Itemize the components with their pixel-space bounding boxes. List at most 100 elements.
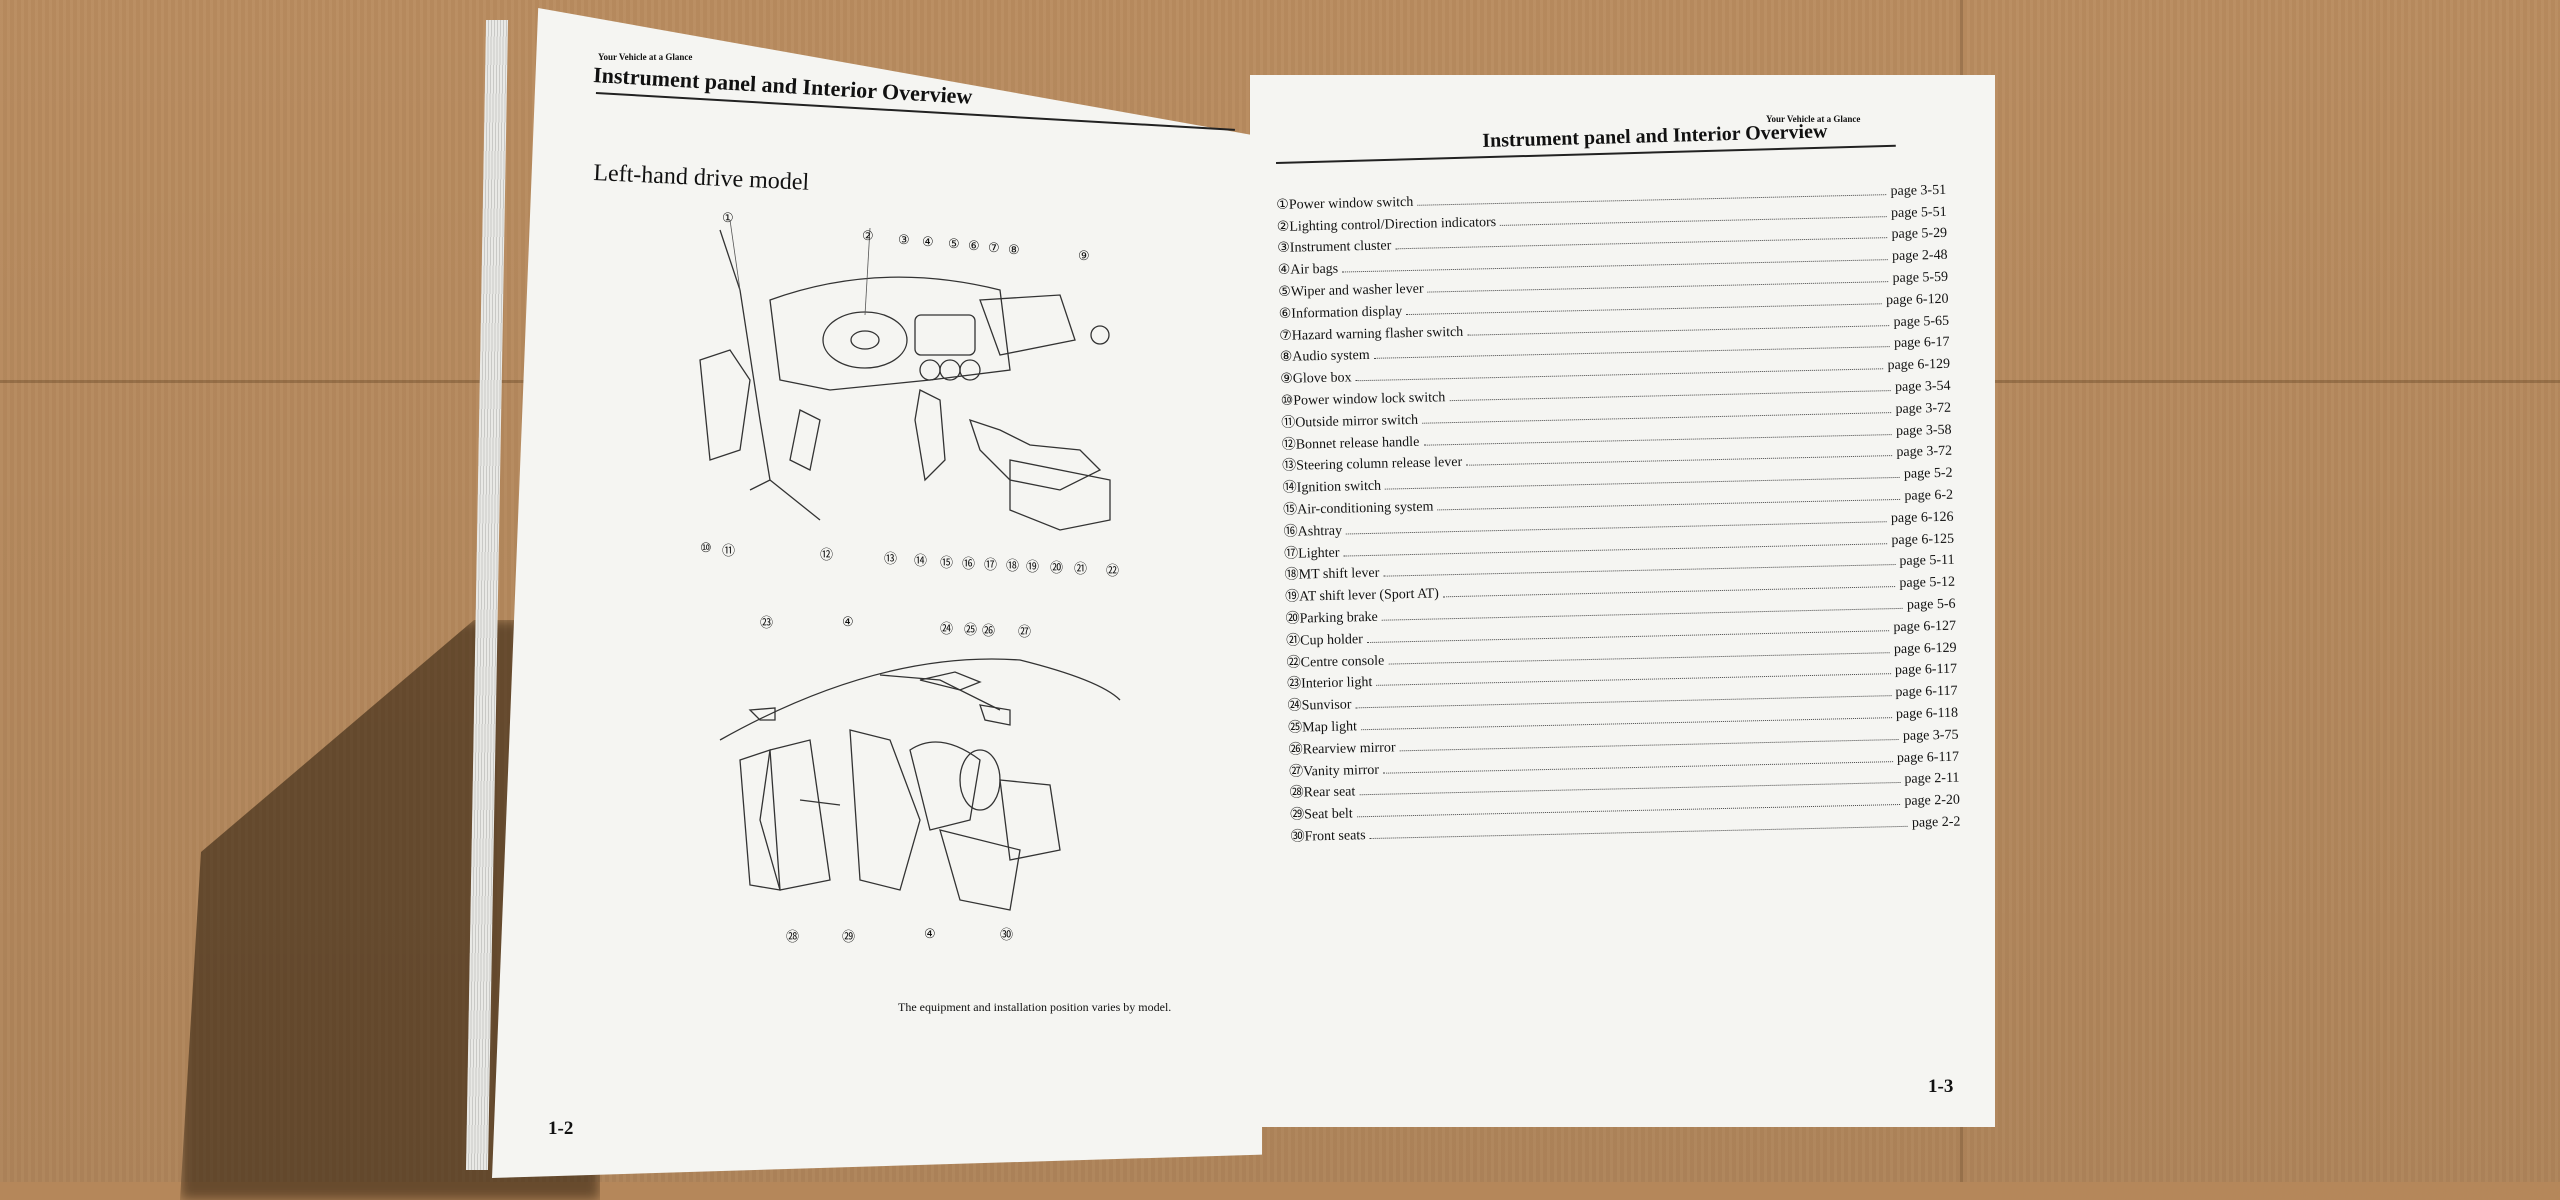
- right-page-number: 1-3: [1928, 1076, 1954, 1097]
- index-item-text: MT shift lever: [1298, 566, 1380, 583]
- index-item-page: page 6-125: [1891, 531, 1955, 548]
- index-item-text: Vanity mirror: [1302, 762, 1380, 780]
- callout-24: ㉔: [940, 621, 954, 636]
- index-item-number: ⑤: [1278, 284, 1292, 300]
- index-item-text: Seat belt: [1303, 806, 1353, 823]
- index-item-number: ㉔: [1287, 698, 1302, 714]
- callout-4: ④: [922, 234, 934, 249]
- callout-5: ⑤: [948, 236, 960, 251]
- index-item-label: ㉔Sunvisor: [1287, 694, 1352, 715]
- index-item-number: ⑭: [1282, 480, 1297, 497]
- index-item-number: ①: [1276, 197, 1290, 213]
- callout-9: ⑨: [1078, 248, 1090, 263]
- index-item-number: ②: [1276, 219, 1290, 235]
- index-item-page: page 6-126: [1890, 509, 1954, 526]
- index-item-text: Front seats: [1304, 828, 1366, 845]
- index-item-page: page 5-2: [1903, 465, 1953, 482]
- callout-17: ⑰: [984, 557, 998, 572]
- index-item-label: ⑯Ashtray: [1283, 519, 1343, 540]
- callout-25: ㉕: [964, 622, 978, 637]
- index-item-number: ⑩: [1280, 393, 1294, 409]
- index-item-label: ⑳Parking brake: [1285, 606, 1378, 628]
- index-item-page: page 2-48: [1891, 247, 1948, 265]
- index-item-number: ⑯: [1283, 524, 1298, 540]
- interior-diagram: [719, 658, 1121, 911]
- index-item-label: ㉕Map light: [1288, 715, 1357, 737]
- index-item-label: ㉚Front seats: [1290, 824, 1365, 846]
- callout-13: ⑬: [884, 551, 898, 566]
- index-item-number: ㉕: [1287, 720, 1303, 736]
- index-item-page: page 5-59: [1892, 269, 1949, 287]
- index-item-text: Audio system: [1292, 348, 1370, 366]
- index-item-page: page 5-29: [1891, 226, 1948, 243]
- index-item-page: page 6-117: [1894, 662, 1958, 679]
- callout-8: ⑧: [1008, 242, 1020, 257]
- callout-30: ㉚: [1000, 927, 1014, 942]
- index-item-number: ⑬: [1282, 458, 1297, 475]
- index-item-number: ⑳: [1285, 611, 1300, 627]
- index-item-text: Steering column release lever: [1296, 455, 1463, 474]
- index-item-page: page 5-12: [1899, 574, 1956, 592]
- index-item-label: ⑮Air-conditioning system: [1283, 495, 1434, 518]
- index-item-number: ⑪: [1281, 415, 1296, 431]
- left-page: [492, 8, 1262, 1178]
- index-item-text: Instrument cluster: [1289, 238, 1392, 257]
- index-item-text: Wiper and washer lever: [1290, 281, 1424, 300]
- right-page: [1250, 75, 1995, 1127]
- index-item-number: ⑲: [1285, 589, 1300, 606]
- index-item-label: ⑭Ignition switch: [1282, 475, 1382, 497]
- callout-16: ⑯: [962, 556, 976, 571]
- index-item-number: ⑧: [1279, 350, 1293, 366]
- index-item-label: ㉙Seat belt: [1290, 803, 1353, 824]
- callout-26: ㉖: [982, 623, 996, 638]
- left-footnote: The equipment and installation position …: [898, 1000, 1172, 1014]
- index-item-text: Map light: [1301, 719, 1358, 736]
- index-item-label: ⑫Bonnet release handle: [1281, 430, 1420, 453]
- index-item-label: ⑬Steering column release lever: [1282, 451, 1462, 475]
- index-item-page: page 3-75: [1902, 727, 1959, 744]
- callout-15: ⑮: [940, 555, 954, 570]
- callout-6: ⑥: [968, 238, 980, 253]
- index-item-label: ㉗Vanity mirror: [1289, 758, 1379, 780]
- index-item-number: ㉒: [1286, 655, 1301, 671]
- index-item-label: ①Power window switch: [1276, 194, 1413, 214]
- callout-3: ③: [898, 232, 910, 247]
- index-item-text: Air bags: [1290, 261, 1339, 278]
- index-item-text: Air-conditioning system: [1297, 499, 1434, 518]
- index-item-label: ㉓Interior light: [1287, 671, 1373, 693]
- index-item-text: Ashtray: [1297, 523, 1343, 540]
- index-item-number: ⑰: [1284, 546, 1299, 562]
- callout-12: ⑫: [820, 547, 834, 562]
- index-item-number: ㉘: [1289, 785, 1304, 802]
- index-item-page: page 6-117: [1895, 683, 1958, 701]
- index-item-text: Rear seat: [1303, 784, 1356, 801]
- callout-21: ㉑: [1074, 561, 1088, 576]
- callout-10: ⑩: [700, 540, 712, 555]
- index-item-text: Parking brake: [1299, 609, 1379, 627]
- index-item-number: ⑮: [1283, 502, 1298, 518]
- index-item-text: Sunvisor: [1301, 697, 1352, 714]
- index-item-text: Cup holder: [1300, 631, 1363, 649]
- index-item-text: AT shift lever (Sport AT): [1299, 586, 1440, 605]
- index-item-page: page 3-72: [1895, 400, 1952, 417]
- index-item-label: ⑰Lighter: [1284, 541, 1340, 562]
- index-item-page: page 6-120: [1885, 291, 1949, 308]
- index-item-label: ㉒Centre console: [1286, 649, 1385, 671]
- index-item-page: page 3-72: [1896, 444, 1953, 461]
- index-item-number: ㉓: [1287, 676, 1302, 693]
- index-item-text: Information display: [1291, 303, 1403, 322]
- index-item-number: ㉚: [1290, 829, 1305, 845]
- index-item-number: ㉑: [1286, 633, 1301, 649]
- index-item-text: Glove box: [1292, 370, 1352, 387]
- index-item-page: page 2-2: [1911, 814, 1961, 831]
- callout-14: ⑭: [914, 553, 928, 568]
- callout-7: ⑦: [988, 240, 1000, 255]
- index-item-page: page 5-65: [1893, 313, 1950, 330]
- callout-27: ㉗: [1018, 624, 1032, 639]
- index-item-number: ⑦: [1279, 328, 1292, 344]
- index-item-number: ③: [1277, 241, 1291, 257]
- index-item-page: page 5-6: [1906, 596, 1956, 613]
- index-item-text: Bonnet release handle: [1295, 434, 1420, 453]
- index-item-text: Lighter: [1298, 545, 1340, 562]
